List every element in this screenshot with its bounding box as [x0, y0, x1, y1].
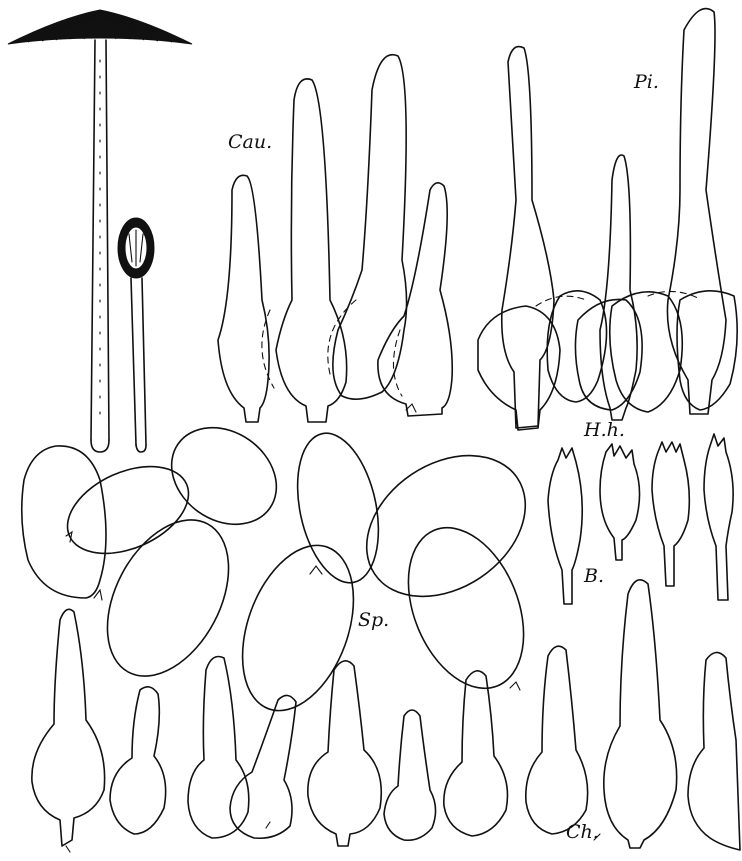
basidium	[600, 444, 640, 560]
cheilocystidium	[688, 652, 740, 850]
caulocystidium	[218, 175, 269, 422]
mushroom-young	[118, 218, 154, 452]
pileocystidium	[502, 47, 554, 428]
basidium	[548, 448, 582, 604]
mushroom-habit-drawings	[8, 10, 192, 452]
spore	[285, 426, 391, 590]
cheilocystidium	[526, 646, 588, 834]
cheilocystidium	[110, 687, 166, 834]
label-spores: Sp.	[358, 609, 389, 631]
basidia-group: B.	[548, 434, 733, 604]
basidium	[652, 442, 689, 586]
cheilocystidium	[32, 609, 105, 846]
cheilocystidium	[384, 710, 436, 840]
label-hymenial-hyphae: H.h.	[583, 419, 625, 441]
cheilocystidium	[444, 671, 508, 836]
pileocystidium	[677, 291, 737, 410]
label-pileocystidia: Pi.	[633, 71, 659, 93]
caulocystidium	[378, 183, 452, 416]
mushroom-mature	[8, 10, 192, 452]
pileocystidium	[575, 299, 642, 410]
spore	[22, 446, 106, 598]
pileocystidia-group: Pi. H.h.	[478, 9, 737, 441]
pileocystidium	[610, 292, 683, 412]
spore	[222, 530, 375, 726]
caulocystidium	[333, 55, 407, 399]
pileocystidium	[600, 155, 637, 420]
caulocystidium	[276, 79, 347, 422]
spore	[340, 427, 552, 626]
cheilocystidium	[188, 657, 249, 839]
pileocystidium	[667, 9, 726, 414]
basidium	[704, 434, 733, 600]
spore	[54, 449, 202, 570]
label-caulocystidia: Cau.	[228, 131, 272, 153]
caulocystidia-group: Cau.	[218, 55, 452, 422]
label-basidia: B.	[583, 565, 604, 587]
spore	[386, 511, 545, 706]
cheilocystidium	[604, 580, 677, 848]
pileocystidium	[547, 291, 606, 402]
